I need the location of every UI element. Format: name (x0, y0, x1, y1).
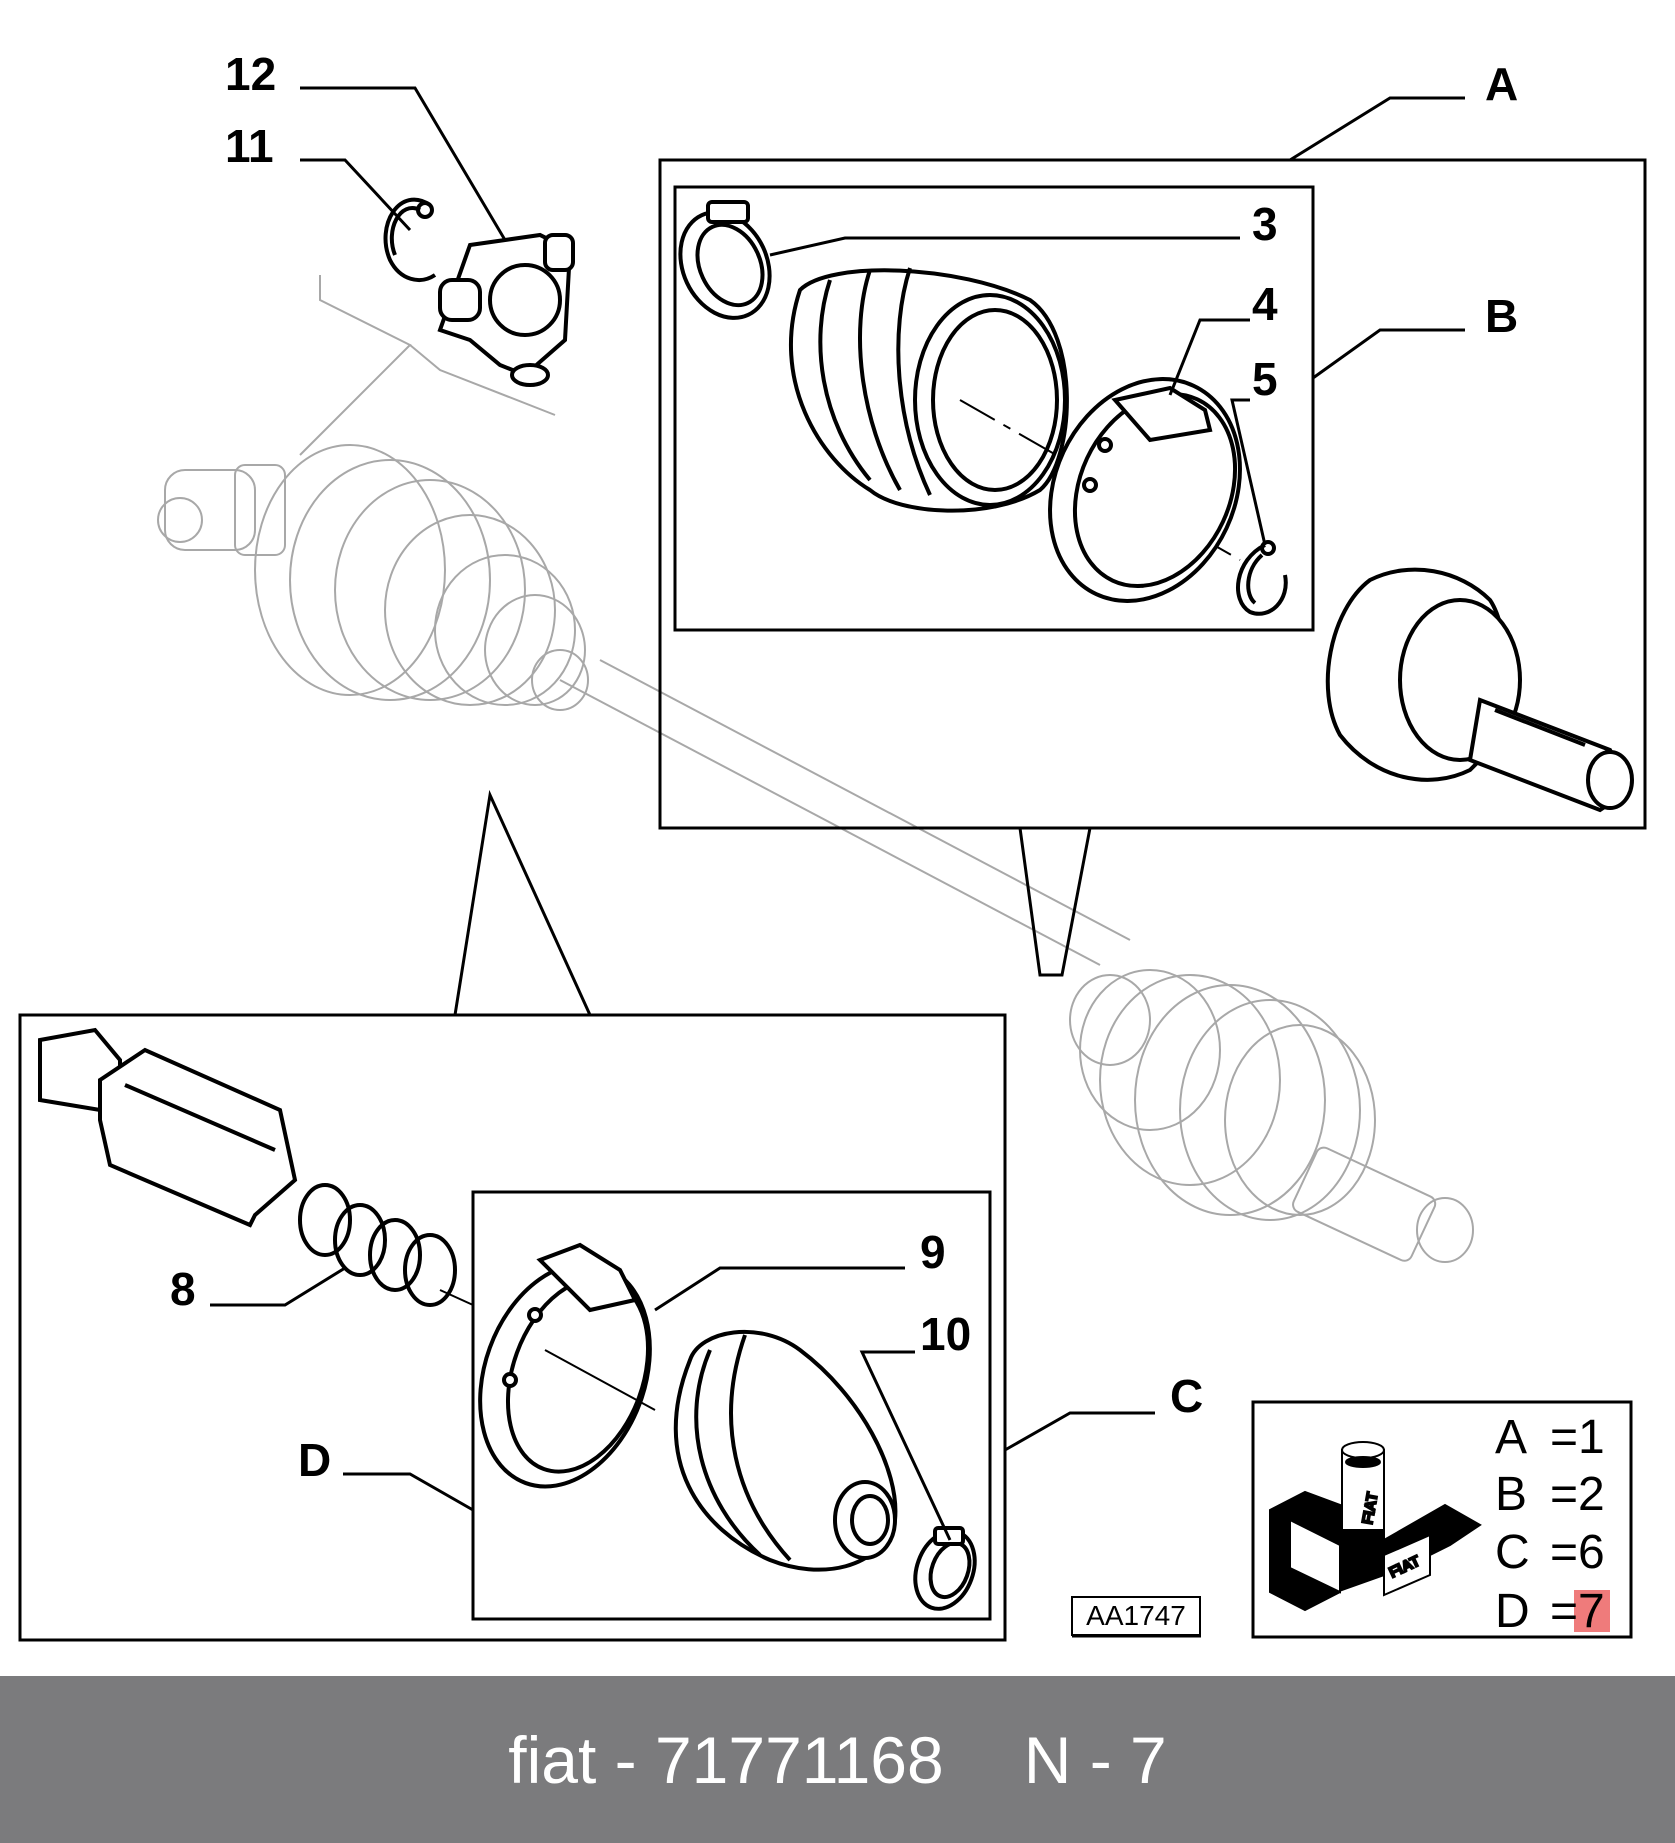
callout-12: 12 (225, 48, 276, 100)
axis-line-inner (544, 1349, 656, 1411)
leader-4 (1168, 318, 1250, 396)
svg-text:6: 6 (1578, 1526, 1605, 1579)
svg-text:7: 7 (1578, 1585, 1605, 1638)
svg-text:1: 1 (1578, 1411, 1605, 1464)
part-11-circlip (383, 197, 437, 282)
svg-text:=: = (1550, 1468, 1578, 1521)
leader-8 (210, 1266, 346, 1307)
inner-tripod-housing (38, 1027, 298, 1228)
box-C-inner-kit (18, 789, 1155, 1642)
leader-3 (769, 236, 1240, 257)
outer-cv-joint (1325, 567, 1634, 813)
svg-text:D: D (1495, 1585, 1530, 1638)
callout-B: B (1485, 290, 1518, 342)
fiat-parts-icon: FIAT FIAT (1269, 1441, 1482, 1612)
part-8-spring (298, 1183, 474, 1307)
callout-3: 3 (1252, 198, 1278, 250)
svg-text:=: = (1550, 1585, 1578, 1638)
legend-row-B: B = 2 (1495, 1468, 1605, 1521)
callout-8: 8 (170, 1263, 196, 1315)
inner-boot (673, 1329, 898, 1572)
callout-5: 5 (1252, 353, 1278, 405)
callout-C: C (1170, 1370, 1203, 1422)
box-B-inner-kit (673, 185, 1315, 632)
box-A-outer-kit (658, 96, 1647, 977)
svg-text:=: = (1550, 1526, 1578, 1579)
part-10-small-clamp (913, 1526, 977, 1611)
part-9-large-clamp (478, 1242, 652, 1489)
svg-text:2: 2 (1578, 1468, 1605, 1521)
svg-text:A: A (1495, 1411, 1527, 1464)
ghost-driveshaft-assembly (157, 275, 1474, 1263)
leader-12 (300, 86, 507, 241)
highlight-swatch (1574, 1590, 1610, 1632)
callout-9: 9 (920, 1226, 946, 1278)
footer-part-number: fiat - 71771168 (508, 1722, 944, 1797)
footer-position: N - 7 (1023, 1722, 1167, 1797)
leader-10 (859, 1350, 952, 1541)
reference-code: AA1747 (1086, 1600, 1186, 1631)
footer-bar: fiat - 71771168 N - 7 (0, 1676, 1675, 1843)
callout-10: 10 (920, 1308, 971, 1360)
legend-row-C: C = 6 (1495, 1526, 1605, 1579)
leader-5 (1230, 398, 1267, 546)
part-3-small-clamp (678, 200, 772, 320)
box-D-boot-kit (471, 1190, 992, 1621)
callout-4: 4 (1252, 278, 1278, 330)
legend-row-A: A = 1 (1495, 1411, 1605, 1464)
callout-D: D (298, 1434, 331, 1486)
legend-row-D: D = 7 (1495, 1585, 1605, 1638)
svg-text:=: = (1550, 1411, 1578, 1464)
leader-9 (654, 1266, 905, 1312)
reference-label: AA1747 (1071, 1596, 1201, 1638)
outer-boot (789, 267, 1069, 513)
part-5-circlip (1236, 540, 1288, 616)
part-12-tripod-joint (437, 232, 575, 387)
callout-11: 11 (225, 120, 274, 172)
legend-box: FIAT FIAT A = 1 B = 2 C = 6 D = 7 (1251, 1400, 1633, 1639)
leader-11 (300, 158, 412, 232)
part-4-large-clamp (1048, 377, 1242, 603)
svg-text:B: B (1495, 1468, 1527, 1521)
svg-text:C: C (1495, 1526, 1530, 1579)
callout-A: A (1485, 58, 1518, 110)
